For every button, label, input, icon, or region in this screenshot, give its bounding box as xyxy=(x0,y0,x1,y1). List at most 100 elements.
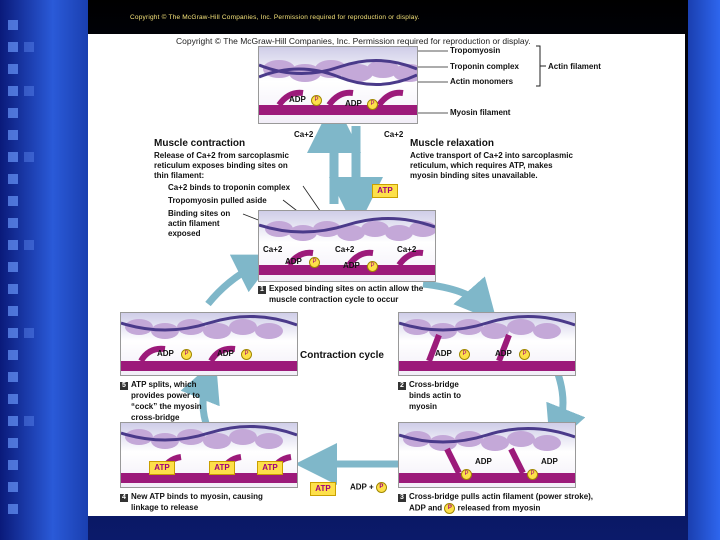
filament-art xyxy=(121,315,297,371)
cycle-arrow-right xyxy=(546,372,586,449)
phosphate-icon: P xyxy=(519,349,530,360)
contraction-heading: Muscle contraction xyxy=(154,138,246,149)
step4-line-b: linkage to release xyxy=(131,503,199,512)
cycle-arrow-top-right xyxy=(422,276,497,322)
rail-square xyxy=(8,240,18,250)
phosphate-icon: P xyxy=(309,257,320,268)
right-decorative-rail xyxy=(688,0,720,540)
rail-square xyxy=(8,394,18,404)
rail-square xyxy=(8,372,18,382)
rail-square xyxy=(8,416,18,426)
rail-square xyxy=(8,460,18,470)
rail-square xyxy=(8,438,18,448)
step2-line-b: binds actin to xyxy=(409,391,461,400)
relaxation-line1: Active transport of Ca+2 into sarcoplasm… xyxy=(410,151,573,160)
ca-label-middle-left: Ca+2 xyxy=(263,245,283,254)
step3-line-b-pre: ADP and xyxy=(409,503,443,513)
adp-label-2: ADP xyxy=(345,99,362,108)
rail-square xyxy=(24,416,34,426)
rail-square xyxy=(8,504,18,514)
rail-square xyxy=(8,64,18,74)
atp-badge-relaxation: ATP xyxy=(372,184,398,198)
step3-line-a: Cross-bridge pulls actin filament (power… xyxy=(409,492,594,501)
adp-label: ADP xyxy=(435,349,452,358)
filament-art xyxy=(399,427,575,483)
relaxation-line3: myosin binding sites unavailable. xyxy=(410,171,538,180)
phosphate-icon: P xyxy=(311,95,322,106)
step-number-badge: 5 xyxy=(120,382,128,390)
rail-square xyxy=(8,218,18,228)
step1-line-b: muscle contraction cycle to occur xyxy=(269,295,399,304)
rail-square xyxy=(24,42,34,52)
rail-square xyxy=(8,350,18,360)
rail-square xyxy=(8,20,18,30)
step4-filament-illustration: ATP ATP ATP xyxy=(120,422,298,488)
phosphate-icon: P xyxy=(241,349,252,360)
contraction-bullet2: Tropomyosin pulled aside xyxy=(168,196,267,205)
ca-label-middle-center: Ca+2 xyxy=(335,245,355,254)
adp-label: ADP xyxy=(217,349,234,358)
step5-line-c: “cock” the myosin xyxy=(131,402,202,411)
phosphate-icon: P xyxy=(527,469,538,480)
step3-line-b: ADP and P released from myosin xyxy=(409,503,540,514)
adp-label-middle-b: ADP xyxy=(343,261,360,270)
slide-copyright: Copyright © The McGraw-Hill Companies, I… xyxy=(130,14,420,21)
filament-art xyxy=(399,315,575,371)
label-tropomyosin: Tropomyosin xyxy=(450,46,501,55)
contraction-bullet3c: exposed xyxy=(168,229,201,238)
phosphate-icon: P xyxy=(375,482,387,493)
relaxation-heading: Muscle relaxation xyxy=(410,138,494,149)
rail-square xyxy=(8,42,18,52)
phosphate-icon: P xyxy=(444,503,456,514)
step3-filament-illustration: ADP P ADP P xyxy=(398,422,576,488)
contraction-bullet3a: Binding sites on xyxy=(168,209,231,218)
figure-copyright: Copyright © The McGraw-Hill Companies, I… xyxy=(176,36,531,46)
step2-line-c: myosin xyxy=(409,402,438,411)
contraction-cycle-title: Contraction cycle xyxy=(300,350,384,361)
step-number-badge: 3 xyxy=(398,494,406,502)
adp-label: ADP xyxy=(475,457,492,466)
phosphate-icon: P xyxy=(367,99,378,110)
top-filament-illustration: ADP P ADP P xyxy=(258,46,418,124)
step5-filament-illustration: ADP P ADP P xyxy=(120,312,298,376)
rail-square xyxy=(24,328,34,338)
adp-label-1: ADP xyxy=(289,95,306,104)
left-decorative-rail xyxy=(0,0,88,540)
contraction-line3: thin filament: xyxy=(154,171,205,180)
rail-square xyxy=(24,240,34,250)
rail-square xyxy=(8,174,18,184)
label-myosin-filament: Myosin filament xyxy=(450,108,511,117)
phosphate-icon: P xyxy=(461,469,472,480)
ca-label-contraction: Ca+2 xyxy=(294,130,314,139)
phosphate-icon: P xyxy=(459,349,470,360)
step5-line-a: ATP splits, which xyxy=(131,380,197,389)
bottom-adp-plus-p: ADP + P xyxy=(350,482,387,493)
rail-square xyxy=(8,482,18,492)
relaxation-line2: reticulum, which requires ATP, makes xyxy=(410,161,553,170)
rail-square xyxy=(8,108,18,118)
contraction-line1: Release of Ca+2 from sarcoplasmic xyxy=(154,151,289,160)
rail-square xyxy=(8,306,18,316)
rail-square xyxy=(8,328,18,338)
label-actin-filament: Actin filament xyxy=(548,62,601,71)
atp-badge: ATP xyxy=(209,461,235,475)
label-actin-monomers: Actin monomers xyxy=(450,77,514,86)
step3-line-b-post: released from myosin xyxy=(457,503,541,513)
step-number-badge: 2 xyxy=(398,382,406,390)
ca-label-middle-right: Ca+2 xyxy=(397,245,417,254)
contraction-line2: reticulum exposes binding sites on xyxy=(154,161,288,170)
rail-square xyxy=(8,130,18,140)
step-number-badge: 1 xyxy=(258,286,266,294)
step5-line-b: provides power to xyxy=(131,391,200,400)
adp-label: ADP xyxy=(350,482,367,492)
rail-square xyxy=(8,196,18,206)
rail-square xyxy=(8,86,18,96)
actin-bracket xyxy=(536,45,546,87)
middle-filament-illustration: Ca+2 Ca+2 Ca+2 ADP P ADP P xyxy=(258,210,436,282)
filament-art xyxy=(259,217,435,275)
filament-art xyxy=(259,59,417,115)
adp-label-middle-a: ADP xyxy=(285,257,302,266)
adp-label: ADP xyxy=(541,457,558,466)
